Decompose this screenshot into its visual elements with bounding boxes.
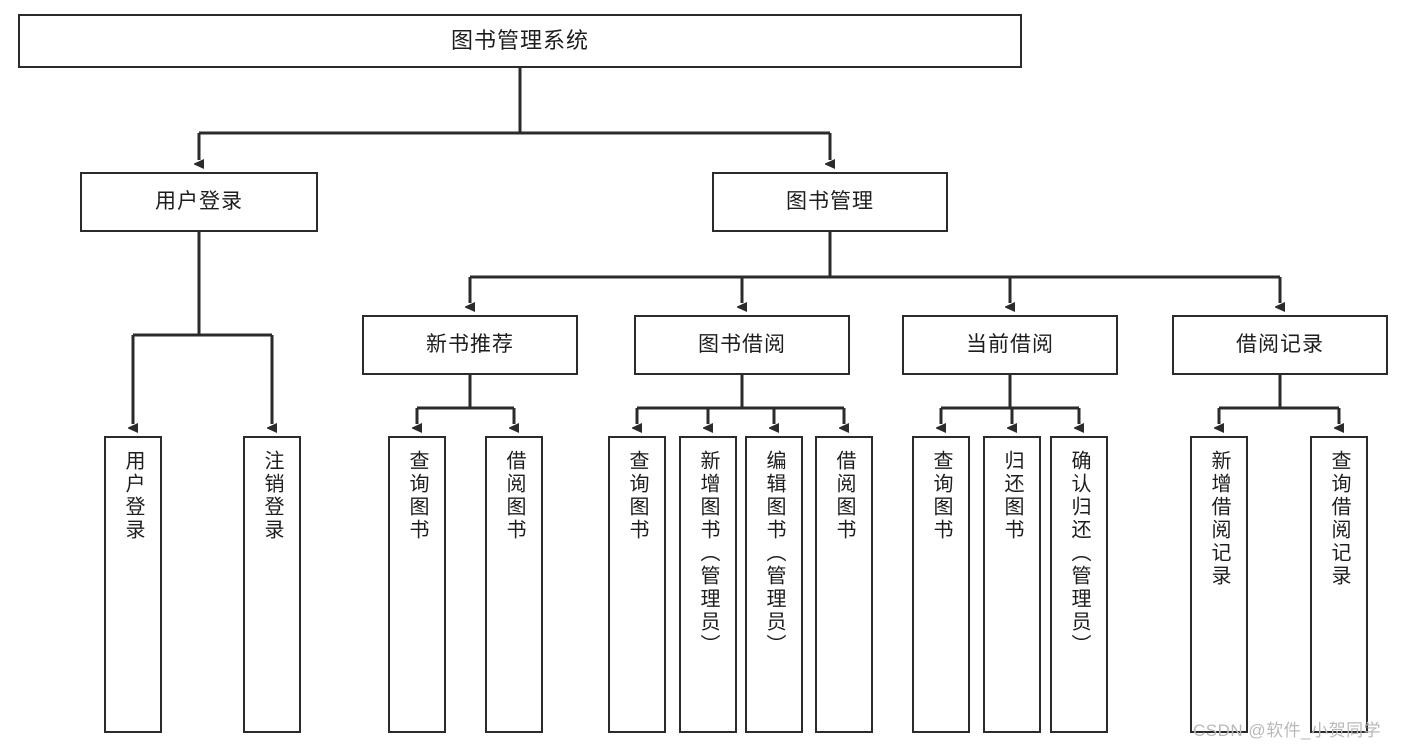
node-book-borrow[interactable]: 图书借阅 bbox=[634, 315, 850, 375]
node-label: 查询图书 bbox=[406, 450, 428, 542]
node-leaf-user-login[interactable]: 用户登录 bbox=[104, 436, 162, 733]
node-label: 归还图书 bbox=[1001, 450, 1023, 542]
node-leaf-add-record[interactable]: 新增借阅记录 bbox=[1190, 436, 1248, 733]
node-leaf-confirm-return[interactable]: 确认归还（管理员） bbox=[1050, 436, 1108, 733]
node-book-manage[interactable]: 图书管理 bbox=[712, 172, 948, 232]
node-label: 新增借阅记录 bbox=[1208, 450, 1230, 588]
node-label: 图书借阅 bbox=[698, 332, 786, 356]
node-label: 查询图书 bbox=[930, 450, 952, 542]
node-label: 借阅图书 bbox=[503, 450, 525, 542]
node-new-book-recommend[interactable]: 新书推荐 bbox=[362, 315, 578, 375]
node-leaf-query-record[interactable]: 查询借阅记录 bbox=[1310, 436, 1368, 733]
node-leaf-query-book-cur[interactable]: 查询图书 bbox=[912, 436, 970, 733]
node-borrow-record[interactable]: 借阅记录 bbox=[1172, 315, 1388, 375]
node-label: 确认归还（管理员） bbox=[1068, 450, 1090, 657]
node-leaf-borrow-book-rec[interactable]: 借阅图书 bbox=[485, 436, 543, 733]
node-label: 注销登录 bbox=[261, 450, 283, 542]
node-user-login[interactable]: 用户登录 bbox=[80, 172, 318, 232]
node-label: 查询借阅记录 bbox=[1328, 450, 1350, 588]
node-label: 新增图书（管理员） bbox=[697, 450, 719, 657]
node-label: 图书管理系统 bbox=[450, 28, 589, 54]
node-label: 借阅图书 bbox=[833, 450, 855, 542]
node-leaf-add-book[interactable]: 新增图书（管理员） bbox=[679, 436, 737, 733]
node-label: 新书推荐 bbox=[426, 332, 514, 356]
node-leaf-return-book[interactable]: 归还图书 bbox=[983, 436, 1041, 733]
node-label: 用户登录 bbox=[122, 450, 144, 542]
node-leaf-query-book-rec[interactable]: 查询图书 bbox=[388, 436, 446, 733]
node-label: 用户登录 bbox=[155, 189, 243, 213]
node-leaf-edit-book[interactable]: 编辑图书（管理员） bbox=[745, 436, 803, 733]
node-label: 查询图书 bbox=[626, 450, 648, 542]
node-label: 编辑图书（管理员） bbox=[763, 450, 785, 657]
node-current-borrow[interactable]: 当前借阅 bbox=[902, 315, 1118, 375]
node-leaf-user-logout[interactable]: 注销登录 bbox=[243, 436, 301, 733]
node-root-root[interactable]: 图书管理系统 bbox=[18, 14, 1022, 68]
node-leaf-borrow-book[interactable]: 借阅图书 bbox=[815, 436, 873, 733]
node-label: 借阅记录 bbox=[1236, 332, 1324, 356]
node-label: 当前借阅 bbox=[966, 332, 1054, 356]
node-label: 图书管理 bbox=[786, 189, 874, 213]
node-leaf-query-book-borrow[interactable]: 查询图书 bbox=[608, 436, 666, 733]
